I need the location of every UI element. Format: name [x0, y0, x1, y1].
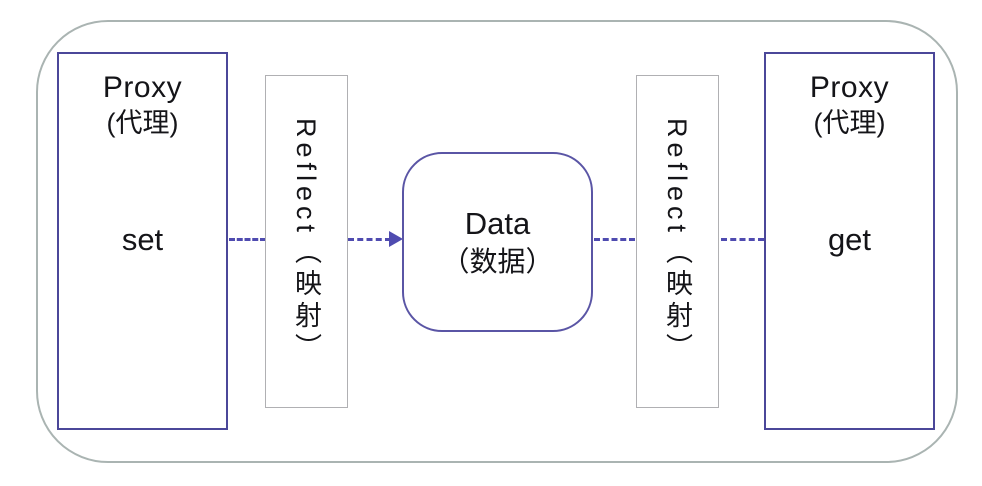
data-title: Data [464, 206, 531, 242]
proxy-box-left: Proxy (代理) set [57, 52, 228, 430]
connector-reflect-to-proxy-right [721, 238, 764, 241]
proxy-left-subtitle: (代理) [106, 107, 179, 138]
connector-proxy-to-reflect-left [229, 238, 266, 241]
proxy-right-title: Proxy [809, 71, 890, 104]
proxy-right-heading: Proxy (代理) [766, 70, 933, 140]
reflect-left-label: Reflect（映射） [291, 117, 321, 366]
outer-rounded-frame [36, 20, 958, 463]
proxy-right-operation-get: get [827, 222, 872, 257]
arrowhead-into-data-icon [389, 231, 403, 247]
proxy-right-subtitle: (代理) [813, 107, 886, 138]
reflect-right-label: Reflect（映射） [662, 117, 692, 366]
proxy-left-title: Proxy [102, 71, 183, 104]
connector-data-to-reflect-right [594, 238, 635, 241]
data-subtitle: （数据） [441, 245, 554, 277]
reflect-box-right: Reflect（映射） [636, 75, 719, 408]
connector-reflect-to-data-left [348, 238, 391, 241]
proxy-left-heading: Proxy (代理) [59, 70, 226, 140]
reflect-box-left: Reflect（映射） [265, 75, 348, 408]
proxy-box-right: Proxy (代理) get [764, 52, 935, 430]
data-box: Data （数据） [402, 152, 593, 332]
proxy-left-operation-set: set [121, 222, 164, 257]
